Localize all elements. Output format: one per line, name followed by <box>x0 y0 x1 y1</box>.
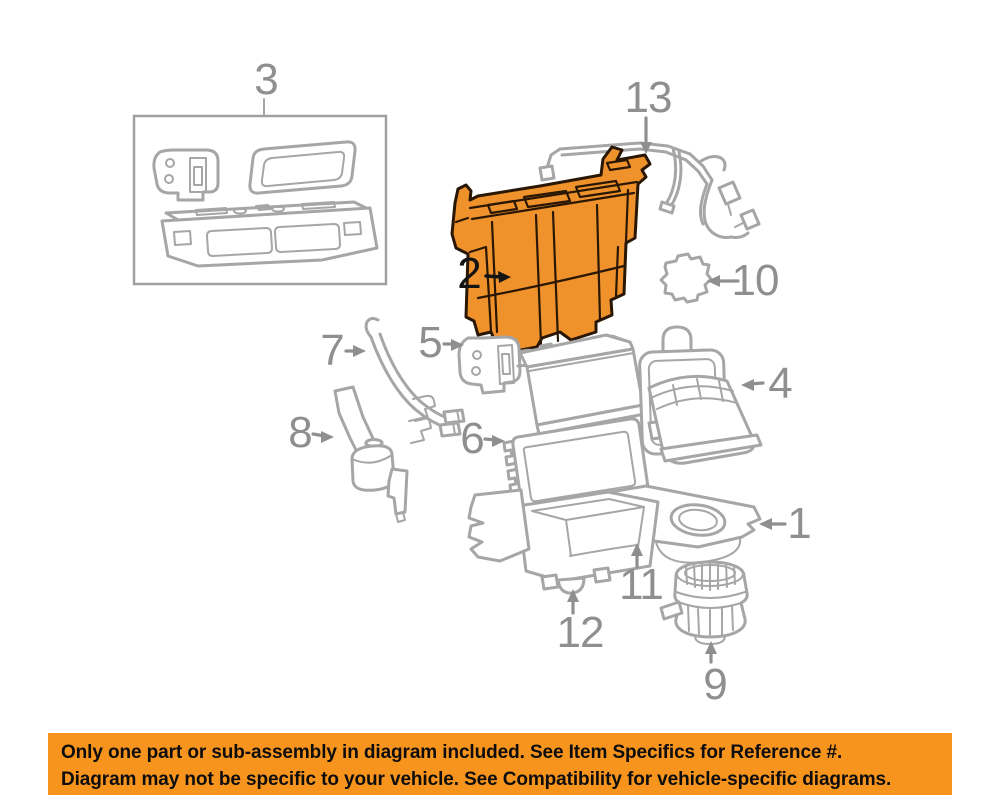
part-8-tube-bracket <box>333 385 409 523</box>
disclaimer-line-2: Diagram may not be specific to your vehi… <box>61 769 892 790</box>
part-label-9: 9 <box>703 660 728 709</box>
part-label-1: 1 <box>787 499 812 548</box>
part-label-7: 7 <box>320 326 345 375</box>
part-1-lower-housing <box>467 484 762 595</box>
part-label-6: 6 <box>460 414 485 463</box>
part-2-heater-box-highlighted <box>450 145 652 353</box>
diagram-drawing <box>132 98 787 664</box>
part-label-12: 12 <box>556 608 605 657</box>
tube-clips <box>408 394 436 444</box>
part-label-2: 2 <box>457 249 482 298</box>
parts-diagram: 1 2 3 4 5 6 7 8 9 10 11 12 13 <box>132 55 812 709</box>
part-9-blower-wheel <box>659 560 749 645</box>
disclaimer-line-1: Only one part or sub-assembly in diagram… <box>61 742 843 763</box>
part-label-13: 13 <box>624 73 673 122</box>
part-label-11: 11 <box>619 560 664 609</box>
part-label-8: 8 <box>288 408 313 457</box>
disclaimer-banner: Only one part or sub-assembly in diagram… <box>48 733 952 795</box>
part-7-heater-tubes <box>364 316 466 438</box>
part-label-4: 4 <box>768 359 793 408</box>
evaporator-core <box>518 333 647 436</box>
part-label-3: 3 <box>254 55 279 104</box>
part-label-5: 5 <box>418 318 443 367</box>
part-10-actuator <box>659 252 713 304</box>
part-3-control-bezel-kit <box>132 98 388 286</box>
part-4-air-inlet-housing <box>638 325 763 465</box>
part-6-filter-panel <box>502 417 650 515</box>
part-label-10: 10 <box>731 256 780 305</box>
part-13-wiring-harness <box>538 141 761 239</box>
leader-arrows <box>311 116 787 664</box>
